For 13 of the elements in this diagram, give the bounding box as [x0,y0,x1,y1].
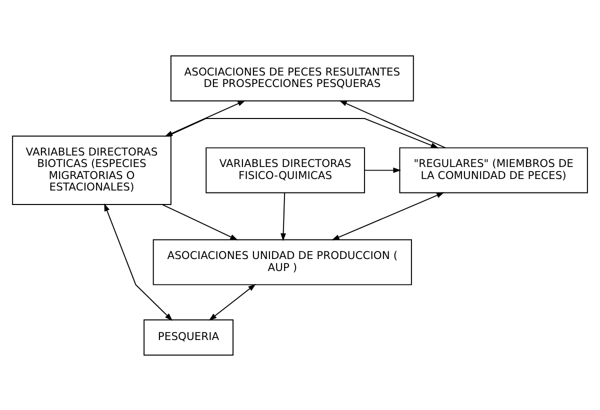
arrow [339,100,446,148]
node-box: PESQUERIA [144,318,234,356]
arrow [280,192,286,241]
node-box: "REGULARES" (MIEMBROS DE LA COMUNIDAD DE PECES) [399,146,588,193]
arrow [162,204,238,240]
node-box: VARIABLES DIRECTORAS FISICO-QUIMICAS [206,146,366,193]
node-box: ASOCIACIONES DE PECES RESULTANTES DE PROSPECCIONES PESQUERAS [170,54,414,101]
arrow [208,283,256,320]
arrow [364,167,402,173]
node-box: VARIABLES DIRECTORAS BIOTICAS (ESPECIES MIGRATORIAS O ESTACIONALES) [12,135,172,205]
arrow [104,202,173,320]
arrow [332,192,444,240]
node-box: ASOCIACIONES UNIDAD DE PRODUCCION ( AUP ) [152,238,412,285]
